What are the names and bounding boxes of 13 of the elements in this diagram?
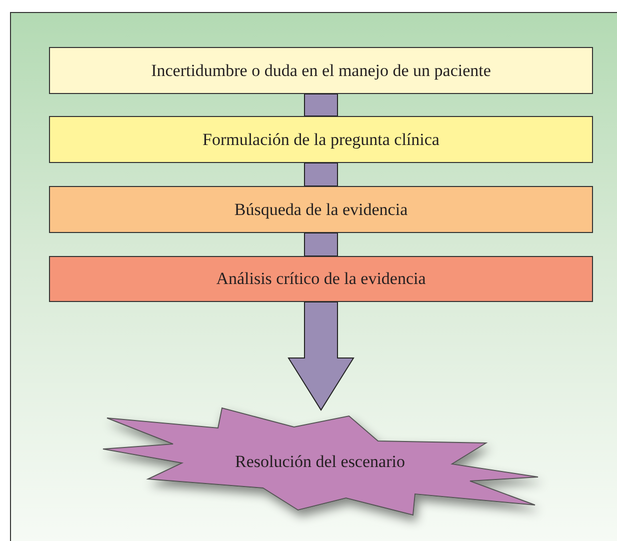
process-box (49, 116, 593, 163)
process-box (49, 186, 593, 233)
block-arrow (288, 302, 354, 411)
step-label: Búsqueda de la evidencia (234, 200, 408, 220)
process-box (49, 47, 593, 94)
step-label: Formulación de la pregunta clínica (202, 130, 440, 150)
node-label: Resolución del escenario (235, 452, 405, 472)
connector-bar (304, 162, 338, 186)
connector-bar (304, 232, 338, 256)
connector-bar (304, 94, 338, 116)
process-box (49, 256, 593, 302)
step-label: Análisis crítico de la evidencia (216, 269, 426, 289)
step-label: Incertidumbre o duda en el manejo de un paciente (151, 60, 491, 80)
